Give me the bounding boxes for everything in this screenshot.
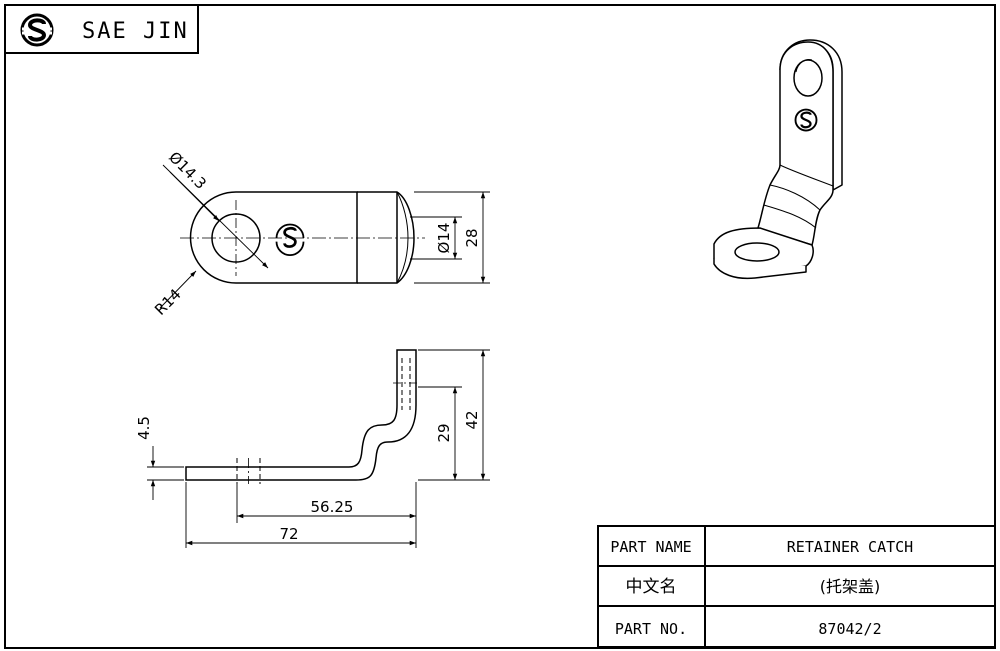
- label-chinese-name: 中文名: [626, 577, 677, 597]
- side-view: [185, 349, 420, 484]
- value-part-name: RETAINER CATCH: [787, 538, 913, 556]
- isometric-view: [713, 39, 843, 280]
- iso-logo-icon: [794, 108, 818, 132]
- top-view: [180, 191, 425, 284]
- dim-total-height: 42: [463, 410, 481, 429]
- top-view-outline: [189, 191, 358, 284]
- label-part-number: PART NO.: [615, 620, 687, 638]
- top-view-bend: [357, 191, 415, 284]
- dim-width: 28: [463, 228, 481, 247]
- value-chinese-name: (托架盖): [820, 577, 881, 596]
- side-view-dimensions: [147, 349, 490, 548]
- dim-boss-diameter: Ø14: [435, 223, 453, 254]
- label-part-name: PART NAME: [610, 538, 691, 556]
- sheet-border: [4, 4, 996, 649]
- dim-inner-height: 29: [435, 423, 453, 442]
- title-block-text: PART NAME RETAINER CATCH 中文名 (托架盖) PART …: [610, 538, 913, 638]
- side-view-profile: [185, 349, 417, 481]
- embossed-logo-icon: [275, 223, 305, 256]
- dim-thickness: 4.5: [135, 416, 153, 440]
- top-view-dimensions: [159, 164, 490, 309]
- dim-hole-diameter: Ø14.3: [165, 148, 210, 193]
- title-block: [597, 525, 996, 648]
- brand-name: SAE JIN: [82, 19, 189, 44]
- bend-edge-left: [396, 191, 409, 284]
- dim-end-radius: R14: [151, 285, 185, 319]
- dim-hole-offset: 56.25: [311, 498, 354, 516]
- dim-total-length: 72: [279, 525, 298, 543]
- sae-jin-logo-icon: [20, 13, 54, 47]
- value-part-number: 87042/2: [818, 620, 881, 638]
- header-box: SAE JIN: [4, 4, 199, 54]
